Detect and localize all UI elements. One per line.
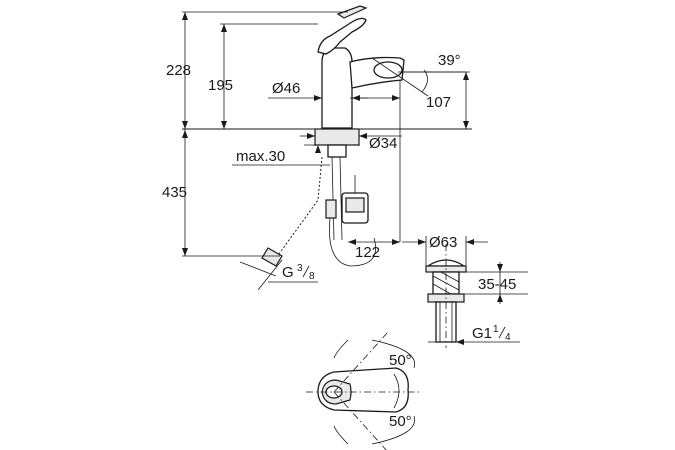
dim-hose-length: 435 [162,184,187,201]
mounting-nut [314,128,360,146]
mounting-shank [327,144,347,158]
dim-spout-reach: 107 [426,94,451,111]
rotation-dimensions: 50° 50° [306,331,420,450]
dim-waste-thread-den: 4 [505,332,511,343]
hose-connector [325,199,337,219]
dim-hose-thread-den: 8 [309,271,315,282]
top-view-spout-tip [393,373,400,409]
dim-waste-diameter: Ø63 [429,234,457,251]
faucet-side-view [182,5,472,267]
waste-valve [425,244,467,348]
faucet-handle [317,17,367,55]
dim-rotation-down: 50° [389,413,412,430]
dim-max-thickness: max.30 [236,148,285,165]
dim-handle-angle: 39° [438,52,461,69]
faucet-top-view [317,367,409,413]
dim-hose-thread-num: 3 [297,263,303,274]
hose-loop [329,217,376,267]
dim-waste-thread-num: 1 [493,324,499,335]
braided-hose [275,156,323,259]
handle-top [336,5,368,19]
dim-rotation-up: 50° [389,352,412,369]
hose-line-a [331,156,335,241]
dim-spout-height: 195 [208,77,233,94]
dim-total-height: 228 [166,62,191,79]
faucet-body [321,47,353,129]
dim-body-diameter: Ø46 [272,80,300,97]
dim-waste-range: 35-45 [478,276,516,293]
side-dimensions: 228 195 Ø46 39° 107 [162,11,470,291]
control-box-panel [345,197,365,213]
waste-dimensions: Ø63 35-45 G1 1 4 [402,234,528,345]
dim-waste-thread: G1 [472,325,492,342]
dim-hole-diameter: Ø34 [369,135,397,152]
hose-end-fitting [261,247,283,267]
hose-line-b [339,156,343,241]
dim-box-offset: 122 [355,244,380,261]
dim-hose-thread: G [282,264,294,281]
